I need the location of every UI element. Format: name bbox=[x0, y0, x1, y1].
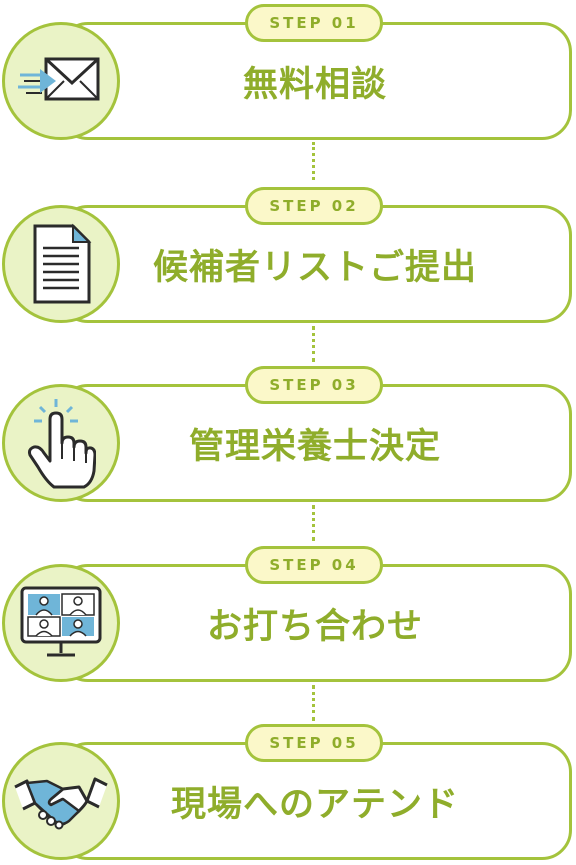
step-05: STEP 05 現場へのアテンド bbox=[0, 720, 576, 865]
pointer-hand-icon bbox=[28, 399, 96, 489]
envelope-icon bbox=[18, 57, 100, 101]
step-connector bbox=[312, 142, 315, 180]
step-title: 管理栄養士決定 bbox=[188, 426, 441, 467]
step-03: STEP 03 管理栄養士決定 bbox=[0, 362, 576, 512]
step-title: 候補者リストご提出 bbox=[152, 247, 477, 288]
step-connector bbox=[312, 505, 315, 541]
video-meeting-icon bbox=[20, 586, 102, 657]
step-badge: STEP 02 bbox=[245, 187, 383, 225]
step-title: 現場へのアテンド bbox=[170, 784, 459, 825]
step-badge: STEP 05 bbox=[245, 724, 383, 762]
step-04: STEP 04 お打ち合わせ bbox=[0, 542, 576, 692]
step-title: お打ち合わせ bbox=[206, 606, 423, 647]
step-icon-circle bbox=[2, 22, 120, 140]
step-badge: STEP 04 bbox=[245, 546, 383, 584]
step-02: STEP 02 候補者リストご提出 bbox=[0, 183, 576, 333]
step-connector bbox=[312, 685, 315, 721]
step-badge: STEP 03 bbox=[245, 366, 383, 404]
step-connector bbox=[312, 326, 315, 362]
handshake-icon bbox=[14, 777, 108, 830]
step-icon-circle bbox=[2, 742, 120, 860]
step-icon-circle bbox=[2, 564, 120, 682]
document-icon bbox=[33, 223, 92, 304]
step-icon-circle bbox=[2, 384, 120, 502]
step-icon-circle bbox=[2, 205, 120, 323]
step-badge: STEP 01 bbox=[245, 4, 383, 42]
step-01: STEP 01 無料相談 bbox=[0, 0, 576, 150]
step-title: 無料相談 bbox=[242, 64, 387, 105]
